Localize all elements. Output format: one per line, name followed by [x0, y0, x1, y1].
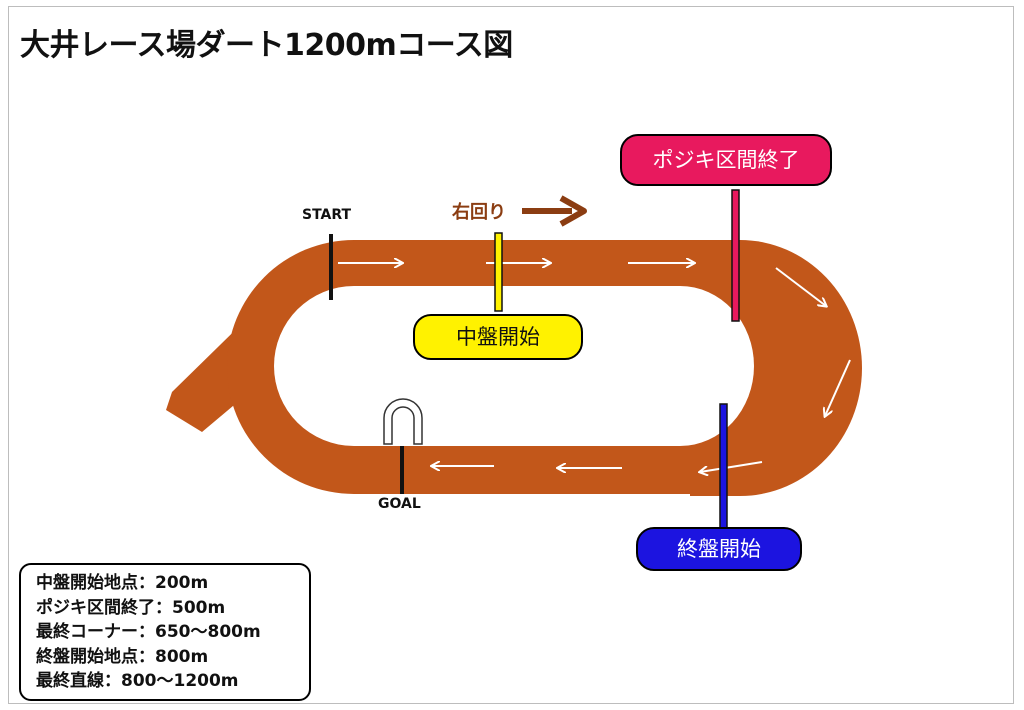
infield	[274, 286, 754, 446]
info-line: ポジキ区間終了：500m	[36, 597, 226, 618]
direction-label: 右回り	[452, 202, 506, 223]
goal-label: GOAL	[378, 496, 421, 512]
info-line: 中盤開始地点：200m	[36, 573, 209, 593]
mid-start-callout: 中盤開始	[413, 314, 583, 360]
info-line: 最終直線：800～1200m	[36, 671, 239, 691]
mid-start-pole	[494, 232, 503, 312]
info-line: 終盤開始地点：800m	[36, 646, 209, 667]
goal-arch-icon	[383, 398, 423, 445]
final-start-pole	[719, 403, 728, 529]
info-line: 最終コーナー：650～800m	[36, 622, 261, 642]
page-title: 大井レース場ダート1200mコース図	[20, 28, 513, 63]
arrow-turn-3	[700, 461, 763, 472]
direction-arrow-icon	[522, 195, 587, 227]
pocket-end-pole	[731, 189, 740, 322]
pocket-end-callout: ポジキ区間終了	[620, 134, 832, 186]
start-label: START	[302, 207, 352, 223]
arrow-turn-1	[775, 267, 826, 306]
final-start-callout: 終盤開始	[636, 527, 802, 571]
diagram-frame	[8, 6, 1014, 704]
info-box: 中盤開始地点：200m ポジキ区間終了：500m 最終コーナー：650～800m…	[19, 563, 311, 701]
direction-arrows	[338, 263, 851, 472]
arrow-turn-2	[825, 359, 851, 416]
